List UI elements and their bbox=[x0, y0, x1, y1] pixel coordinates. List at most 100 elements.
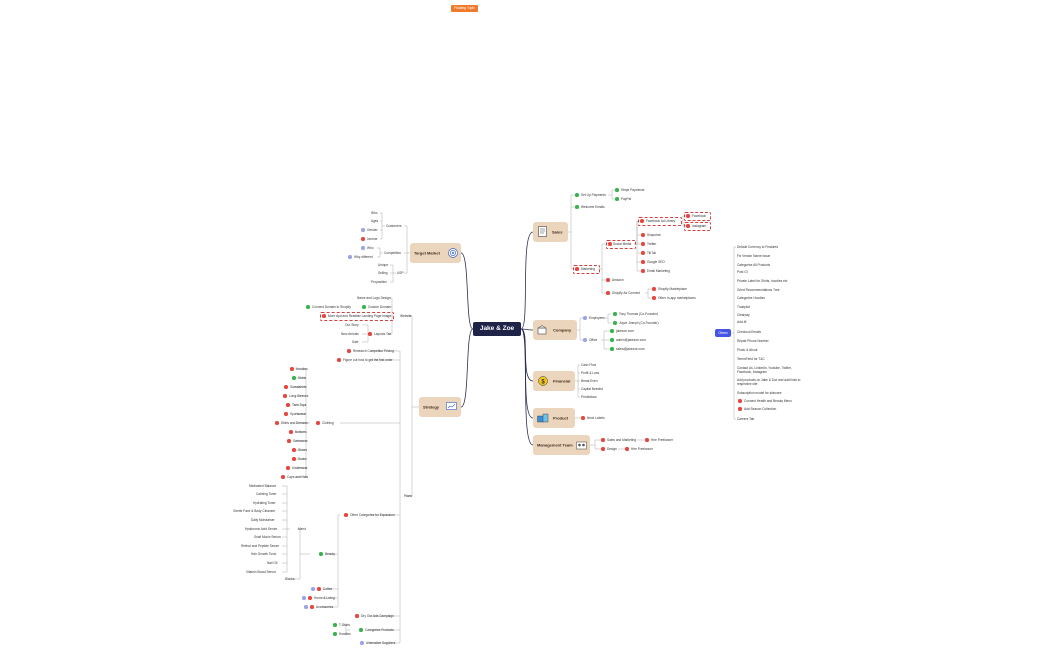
node-tony-thomas[interactable]: Tony Thomas (Co-Founder) bbox=[619, 312, 659, 316]
node-swimwear[interactable]: Swimwear bbox=[293, 439, 308, 443]
node-break-even[interactable]: Break Even bbox=[581, 379, 598, 383]
node-new-arrivals[interactable]: New Arrivals bbox=[341, 332, 359, 336]
node-employees[interactable]: Employees bbox=[589, 316, 605, 320]
others-item[interactable]: Add-ItI bbox=[737, 320, 747, 324]
node-beauty-9[interactable]: Hair Growth Tonic bbox=[251, 552, 277, 556]
others-item[interactable]: Subscription model for skincare bbox=[737, 391, 782, 395]
node-google-seo[interactable]: Google SEO bbox=[647, 260, 665, 264]
others-item[interactable]: Connect Health and Beauty Menu bbox=[744, 399, 792, 403]
node-paypal[interactable]: PayPal bbox=[621, 197, 632, 201]
node-hoodies-2[interactable]: Hoodies bbox=[339, 632, 351, 636]
node-underwear[interactable]: Underwear bbox=[292, 466, 308, 470]
node-unique[interactable]: Unique bbox=[378, 263, 389, 267]
node-home-living[interactable]: Home & Living bbox=[314, 596, 335, 600]
others-item[interactable]: Photo & About bbox=[737, 348, 758, 352]
node-long-sleeves[interactable]: Long Sleeves bbox=[289, 394, 309, 398]
node-connect-domain[interactable]: Connect Domain to Shopify bbox=[312, 305, 351, 309]
node-office[interactable]: Office bbox=[589, 338, 598, 342]
node-tshirts[interactable]: T-Shirts bbox=[339, 623, 350, 627]
others-item[interactable]: Contact Us, LinkedIn, Youtube, Twitter, … bbox=[737, 366, 792, 374]
node-tiktok[interactable]: TikTok bbox=[647, 251, 657, 255]
node-neck-labels[interactable]: Neck Labels bbox=[587, 416, 605, 420]
node-caps-hats[interactable]: Caps and Hats bbox=[287, 475, 309, 479]
node-hire-freelancer-2[interactable]: Hire Freelancer bbox=[631, 447, 653, 451]
node-facebook[interactable]: Facebook bbox=[692, 214, 706, 218]
others-item[interactable]: Categorise All Products bbox=[737, 263, 771, 267]
node-selling[interactable]: Selling bbox=[378, 271, 388, 275]
node-beauty-2[interactable]: Calming Toner bbox=[256, 492, 277, 496]
node-landing-page-image[interactable]: More Apd and Realistic Landing Page Imag… bbox=[328, 314, 392, 318]
node-accessories[interactable]: Accessories bbox=[316, 605, 334, 609]
node-admin-email[interactable]: admin@jakezoe.com bbox=[616, 338, 646, 342]
topic-others[interactable]: Others bbox=[715, 329, 731, 337]
node-bottoms[interactable]: Bottoms bbox=[295, 430, 307, 434]
floating-topic[interactable]: Floating Topic bbox=[451, 5, 478, 12]
node-beauty-3[interactable]: Hydrating Toner bbox=[253, 501, 276, 505]
node-sales-email[interactable]: sales@jakezoe.com bbox=[616, 347, 645, 351]
topic-target-market[interactable]: Target Market bbox=[410, 243, 461, 263]
node-beauty-1[interactable]: Medicated Balance bbox=[249, 484, 277, 488]
node-mend[interactable]: Mend bbox=[298, 527, 306, 531]
node-gender[interactable]: Gender bbox=[367, 228, 378, 232]
topic-strategy[interactable]: Strategy bbox=[419, 397, 461, 417]
node-profit-loss[interactable]: Profit & Loss bbox=[581, 371, 600, 375]
node-beauty-10[interactable]: Nail Oil bbox=[267, 561, 278, 565]
node-categorise-products[interactable]: Categorise Products bbox=[365, 628, 394, 632]
node-blanks[interactable]: Blanks bbox=[285, 577, 295, 581]
node-alternative-suppliers[interactable]: Alternative Suppliers bbox=[366, 641, 396, 645]
central-topic[interactable]: Jake & Zoe bbox=[473, 322, 521, 336]
node-beauty[interactable]: Beauty bbox=[325, 552, 335, 556]
node-customers[interactable]: Customers bbox=[386, 224, 402, 228]
node-joyce-joseph[interactable]: Joyce Joseph (Co-Founder) bbox=[619, 321, 659, 325]
node-beauty-7[interactable]: Snail Mucin Serum bbox=[254, 535, 281, 539]
node-tank-tops[interactable]: Tank Tops bbox=[292, 403, 307, 407]
node-facebook-ad-library[interactable]: Facebook Ad Library bbox=[646, 219, 676, 223]
node-other-categories[interactable]: Other Categories for Expansion bbox=[350, 513, 395, 517]
topic-sales[interactable]: Sales bbox=[533, 222, 568, 242]
node-usp[interactable]: USP bbox=[397, 271, 404, 275]
topic-product[interactable]: Product bbox=[533, 408, 575, 428]
others-item[interactable]: Fix Vendor Name Issue bbox=[737, 254, 771, 258]
node-first-order[interactable]: Figure out how to get the first order bbox=[343, 358, 393, 362]
node-beauty-6[interactable]: Hyaluronic Acid Serum bbox=[245, 527, 278, 531]
node-jakezoe-com[interactable]: jakezoe.com bbox=[616, 329, 634, 333]
node-name-logo[interactable]: Name and Logo Design bbox=[357, 296, 391, 300]
node-sale[interactable]: Sale bbox=[352, 340, 359, 344]
node-beauty-11[interactable]: Vitamin Boost Serum bbox=[246, 570, 276, 574]
node-email-marketing[interactable]: Email Marketing bbox=[647, 269, 670, 273]
topic-financial[interactable]: $ Financial bbox=[533, 371, 575, 391]
node-hoodies[interactable]: Hoodies bbox=[296, 367, 308, 371]
node-capital-needed[interactable]: Capital Needed bbox=[581, 387, 603, 391]
node-income[interactable]: Income bbox=[367, 237, 378, 241]
node-plans[interactable]: Plans bbox=[404, 494, 412, 498]
node-instagram[interactable]: Instagram bbox=[692, 224, 707, 228]
node-who[interactable]: Who bbox=[371, 211, 378, 215]
node-socks[interactable]: Socks bbox=[298, 457, 307, 461]
node-custom-domain[interactable]: Custom Domain bbox=[368, 305, 391, 309]
node-sweatshirts[interactable]: Sweatshirts bbox=[290, 385, 307, 389]
node-beauty-5[interactable]: Daily Moisturiser bbox=[251, 518, 275, 522]
node-set-up-payments[interactable]: Set Up Payments bbox=[581, 193, 606, 197]
node-ages[interactable]: Ages bbox=[371, 219, 379, 223]
others-item[interactable]: Grind Recommendations Tree bbox=[737, 288, 780, 292]
node-predictions[interactable]: Predictions bbox=[581, 395, 597, 399]
node-skirts-dresses[interactable]: Skirts and Dresses bbox=[281, 421, 308, 425]
others-item[interactable]: Careers Tab bbox=[737, 417, 755, 421]
node-research-pricing[interactable]: Research Competitor Pricing bbox=[353, 349, 394, 353]
topic-management-team[interactable]: Management Team bbox=[533, 435, 590, 455]
others-item[interactable]: TermsFeed for T&C bbox=[737, 357, 765, 361]
others-item[interactable]: Repair Phone Number bbox=[737, 339, 769, 343]
node-snapchat[interactable]: Snapchat bbox=[647, 233, 661, 237]
node-other-in-app[interactable]: Other In-app marketplaces bbox=[658, 296, 696, 300]
others-item[interactable]: Private Label for Shirts, hoodies etc bbox=[737, 279, 788, 283]
node-hire-freelancer-1[interactable]: Hire Freelancer bbox=[651, 438, 673, 442]
node-who-2[interactable]: Who bbox=[367, 246, 374, 250]
others-item[interactable]: Add products on Jake & Zoe and add links… bbox=[737, 378, 801, 386]
node-shopify-marketplace[interactable]: Shopify Marketplace bbox=[658, 287, 687, 291]
node-shirts[interactable]: Shirts bbox=[298, 376, 307, 380]
node-design[interactable]: Design bbox=[607, 447, 617, 451]
node-competition[interactable]: Competition bbox=[384, 251, 402, 255]
node-coffee[interactable]: Coffee bbox=[323, 587, 333, 591]
topic-company[interactable]: Company bbox=[533, 320, 577, 340]
node-our-story[interactable]: Our Story bbox=[345, 323, 359, 327]
